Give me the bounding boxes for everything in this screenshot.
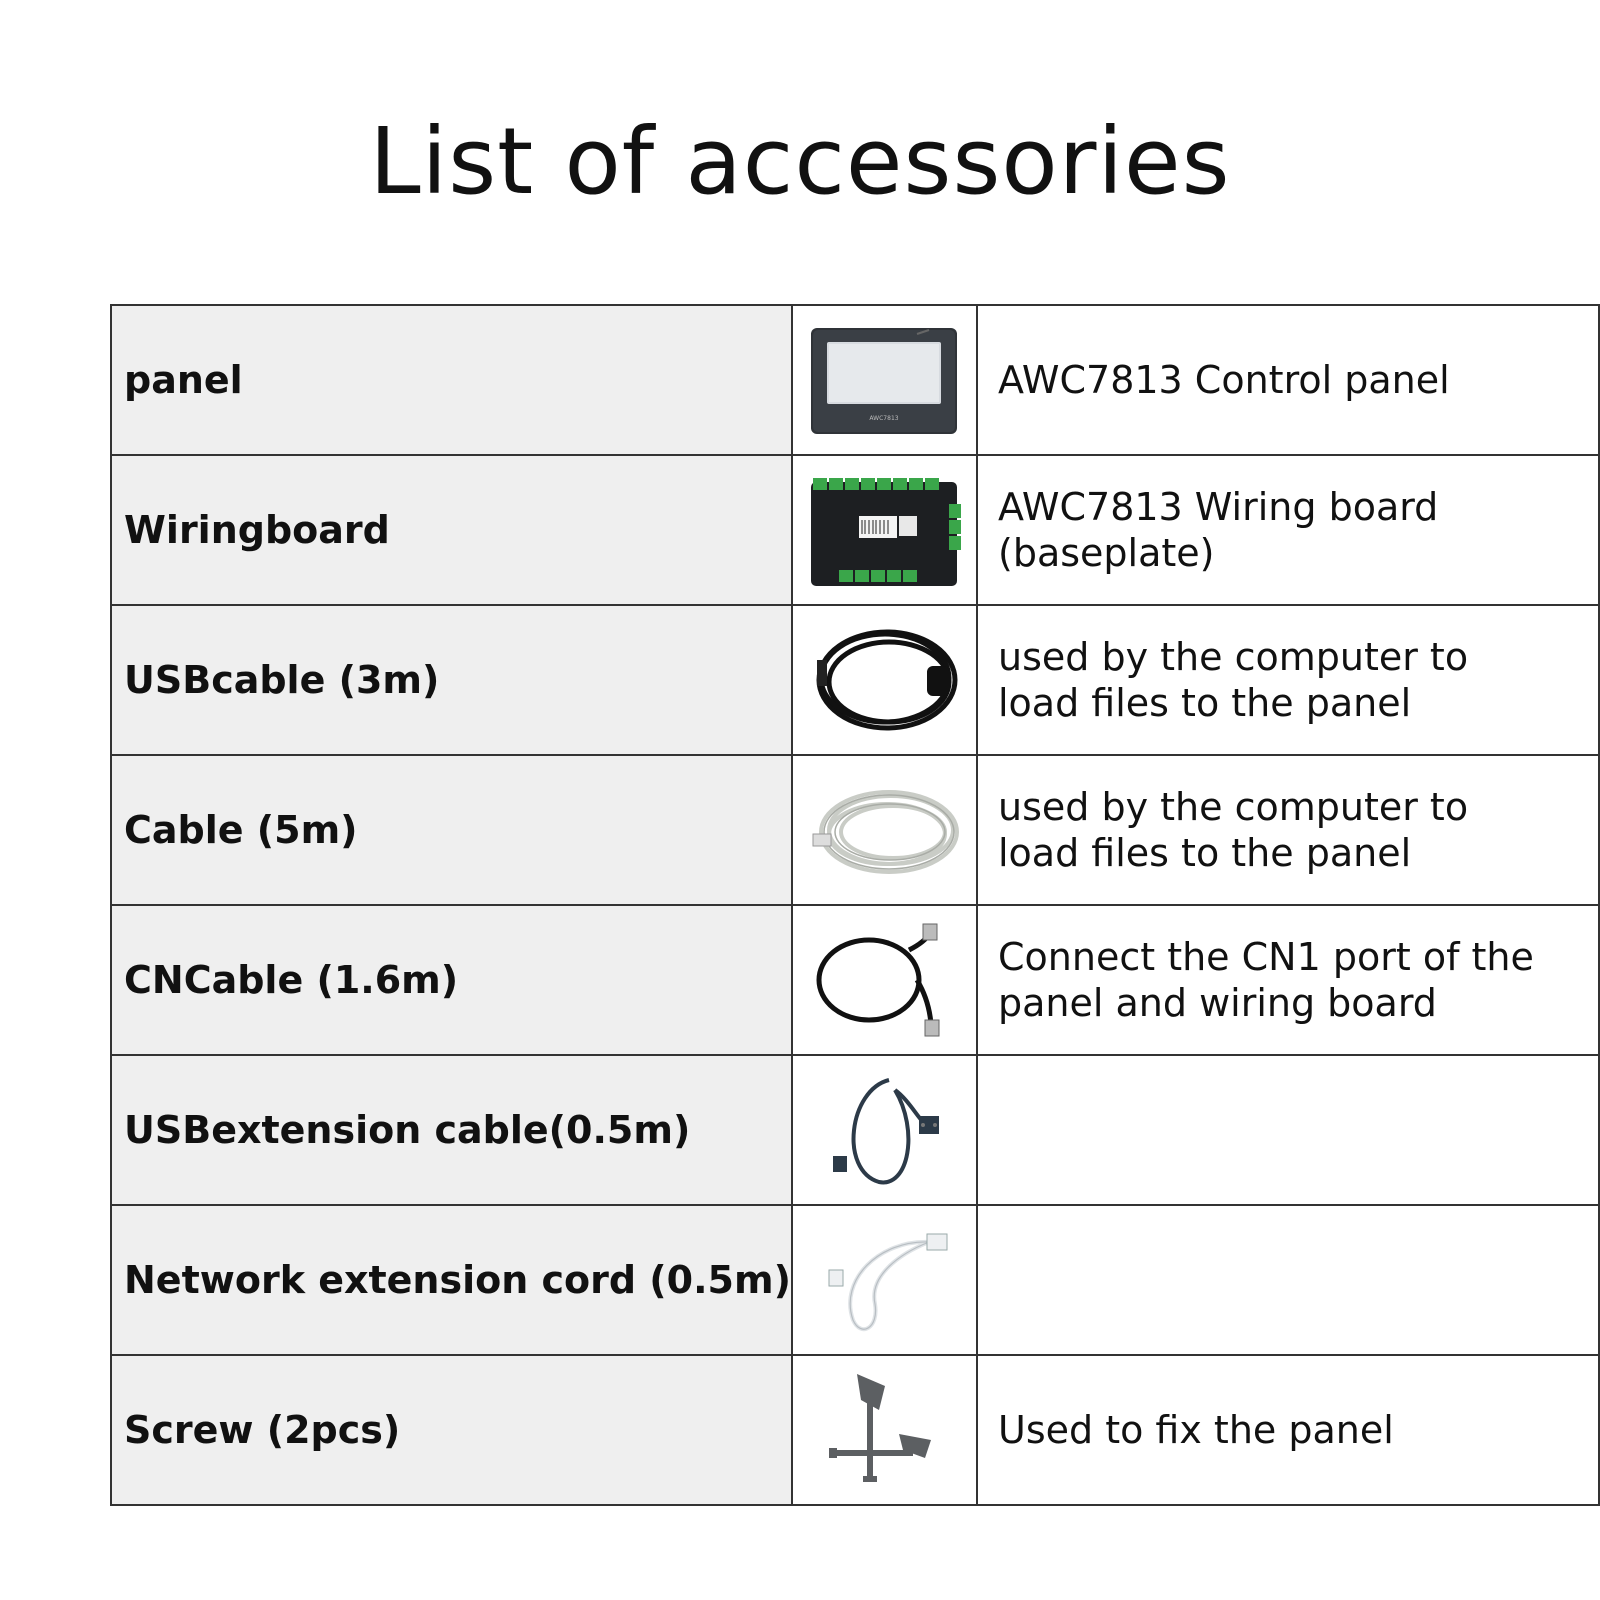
usb-cable-photo: [816, 629, 958, 731]
item-image-cell: [790, 1204, 979, 1356]
item-name: Screw (2pcs): [124, 1408, 401, 1452]
table-row: Cable (5m) used by the comput: [110, 754, 1600, 906]
item-description: Connect the CN1 port of the panel and wi…: [998, 935, 1534, 1025]
table-row: CNCable (1.6m) Connect the CN1 port of t…: [110, 904, 1600, 1056]
item-image-cell: [790, 1054, 979, 1206]
item-description-cell: used by the computer to load files to th…: [976, 754, 1600, 906]
item-description-cell: AWC7813 Control panel: [976, 304, 1600, 456]
table-row: Network extension cord (0.5m): [110, 1204, 1600, 1356]
item-name-cell: Network extension cord (0.5m): [110, 1204, 793, 1356]
item-name-cell: USBextension cable(0.5m): [110, 1054, 793, 1206]
item-image-cell: [790, 1354, 979, 1506]
item-name: panel: [124, 358, 243, 402]
item-name-cell: Wiringboard: [110, 454, 793, 606]
item-name: Network extension cord (0.5m): [124, 1258, 791, 1302]
item-image-cell: AWC7813: [790, 304, 979, 456]
item-name-cell: panel: [110, 304, 793, 456]
item-description-cell: used by the computer to load files to th…: [976, 604, 1600, 756]
item-name: USBcable (3m): [124, 658, 440, 702]
item-description-cell: Connect the CN1 port of the panel and wi…: [976, 904, 1600, 1056]
item-name-cell: Cable (5m): [110, 754, 793, 906]
item-description-cell: [976, 1204, 1600, 1356]
item-name-cell: Screw (2pcs): [110, 1354, 793, 1506]
item-description-cell: AWC7813 Wiring board (baseplate): [976, 454, 1600, 606]
item-name: Wiringboard: [124, 508, 390, 552]
item-name: USBextension cable(0.5m): [124, 1108, 691, 1152]
item-description: AWC7813 Wiring board (baseplate): [998, 485, 1439, 575]
accessories-table: panel AWC7813 AWC7813 Control panel Wiri…: [110, 304, 1600, 1506]
network-cable-photo: [812, 790, 960, 874]
wiring-board-photo: [811, 478, 962, 586]
table-row: Wiringboard: [110, 454, 1600, 606]
item-name-cell: CNCable (1.6m): [110, 904, 793, 1056]
table-row: panel AWC7813 AWC7813 Control panel: [110, 304, 1600, 456]
item-image-cell: [790, 904, 979, 1056]
item-name-cell: USBcable (3m): [110, 604, 793, 756]
item-image-cell: [790, 754, 979, 906]
usb-extension-cable-photo: [833, 1078, 940, 1185]
item-description-cell: [976, 1054, 1600, 1206]
table-row: USBextension cable(0.5m): [110, 1054, 1600, 1206]
item-description: used by the computer to load files to th…: [998, 635, 1469, 725]
table-row: Screw (2pcs) Used to fix the panel: [110, 1354, 1600, 1506]
screw-photo: [829, 1374, 932, 1482]
item-name: Cable (5m): [124, 808, 358, 852]
item-description-cell: Used to fix the panel: [976, 1354, 1600, 1506]
item-image-cell: [790, 604, 979, 756]
item-name: CNCable (1.6m): [124, 958, 459, 1002]
cn-cable-photo: [816, 923, 940, 1037]
network-extension-cord-photo: [828, 1233, 948, 1332]
page-title: List of accessories: [369, 108, 1231, 215]
item-image-cell: [790, 454, 979, 606]
item-description: used by the computer to load files to th…: [998, 785, 1469, 875]
svg-text:AWC7813: AWC7813: [870, 415, 899, 422]
table-row: USBcable (3m) used by the computer to lo…: [110, 604, 1600, 756]
item-description: Used to fix the panel: [998, 1408, 1394, 1452]
control-panel-photo: AWC7813: [811, 328, 958, 434]
item-description: AWC7813 Control panel: [998, 358, 1450, 402]
